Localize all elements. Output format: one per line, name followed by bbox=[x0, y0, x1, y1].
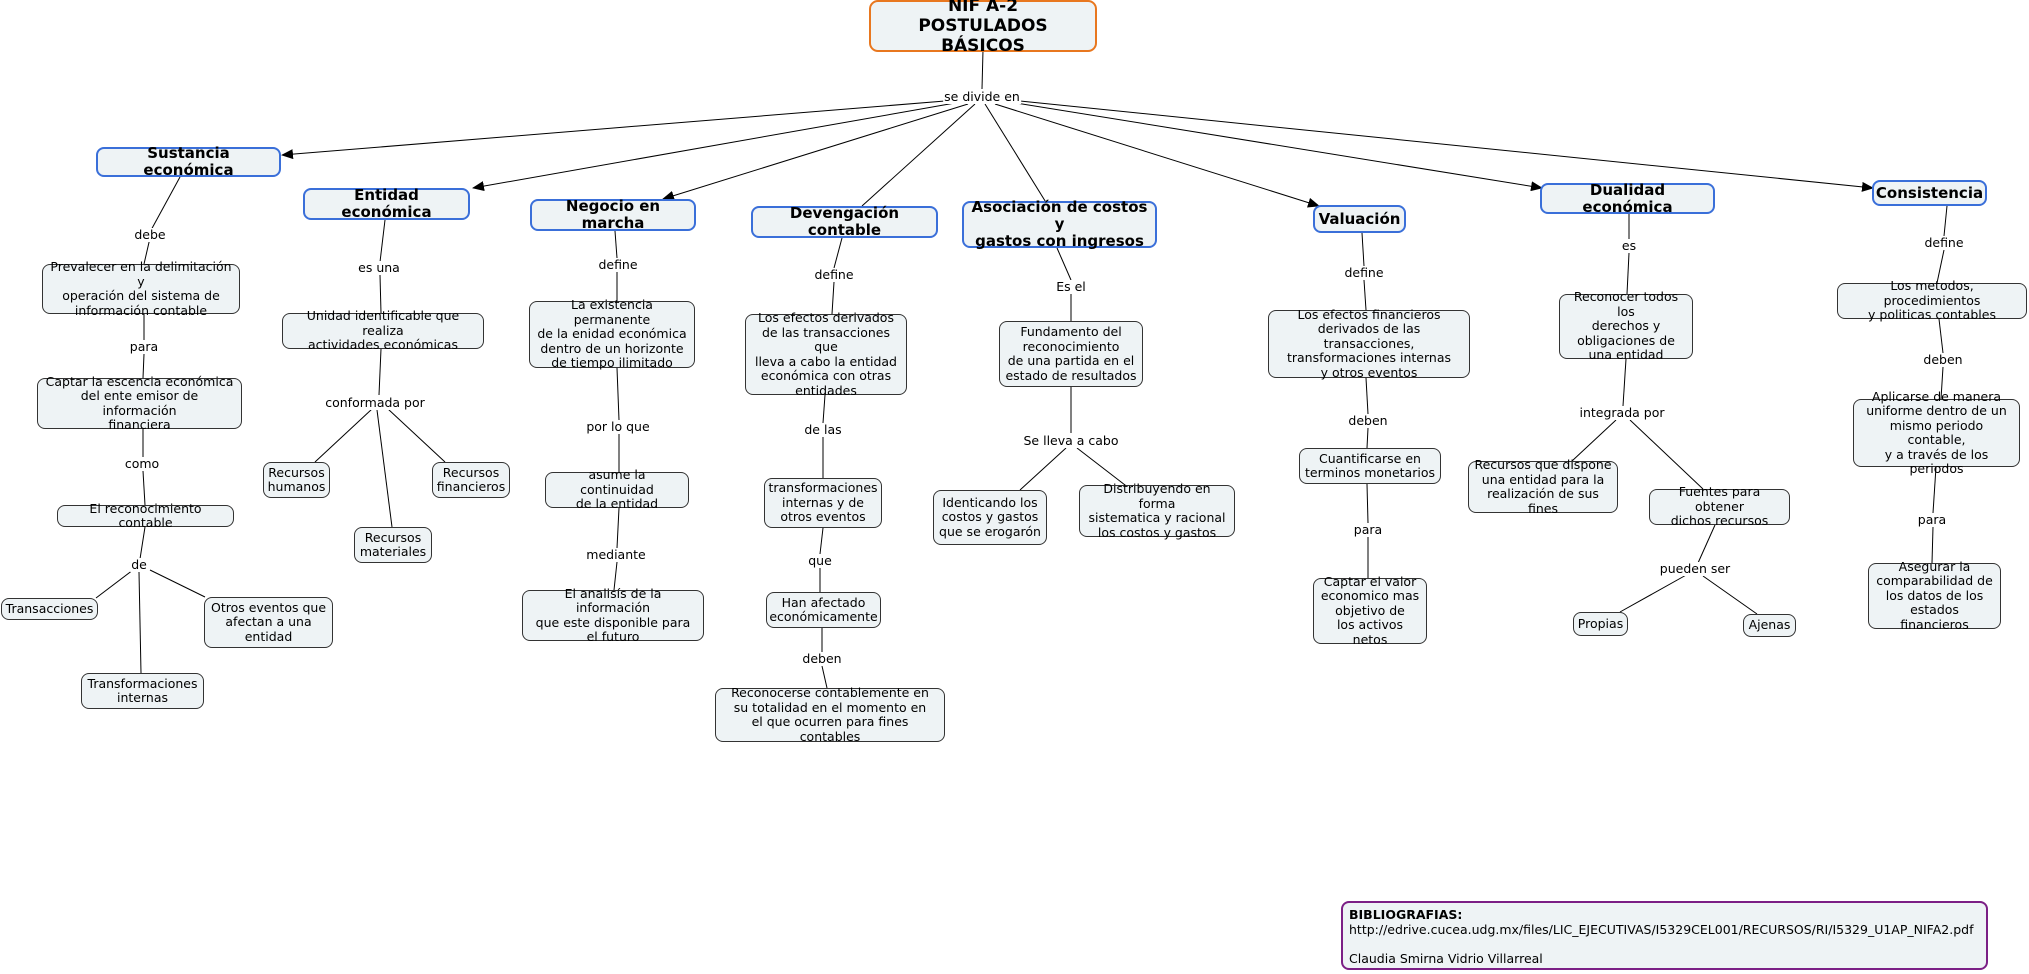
main-node-negocio-en-marcha[interactable]: Negocio en marcha bbox=[530, 198, 696, 232]
link-define-devengacion: define bbox=[813, 267, 855, 282]
node-fundamento-reconocimiento[interactable]: Fundamento del reconocimiento de una par… bbox=[999, 321, 1143, 387]
node-efectos-financieros[interactable]: Los efectos financieros derivados de las… bbox=[1268, 307, 1470, 380]
link-es-una: es una bbox=[357, 260, 401, 275]
link-para: para bbox=[128, 339, 160, 354]
node-propias[interactable]: Propias bbox=[1573, 612, 1628, 636]
main-node-sustancia-economica[interactable]: Sustancia económica bbox=[96, 145, 281, 179]
link-de: de bbox=[130, 557, 148, 572]
node-recursos-financieros[interactable]: Recursos financieros bbox=[432, 462, 510, 498]
link-que: que bbox=[807, 553, 833, 568]
link-para-consistencia: para bbox=[1916, 512, 1948, 527]
link-conformada-por: conformada por bbox=[324, 395, 426, 410]
node-recursos-que-dispone[interactable]: Recursos que dispone una entidad para la… bbox=[1468, 457, 1618, 515]
link-define-negocio: define bbox=[597, 257, 639, 272]
link-define-valuacion: define bbox=[1343, 265, 1385, 280]
node-transacciones[interactable]: Transacciones bbox=[1, 598, 98, 620]
node-asegurar-comparabilidad[interactable]: Asegurar la comparabilidad de los datos … bbox=[1868, 559, 2001, 632]
bibliography-heading: BIBLIOGRAFIAS: bbox=[1349, 907, 1463, 922]
node-efectos-derivados[interactable]: Los efectos derivados de las transaccion… bbox=[745, 310, 907, 397]
link-debe: debe bbox=[133, 227, 167, 242]
link-deben-devengacion: deben bbox=[801, 651, 843, 666]
main-node-consistencia[interactable]: Consistencia bbox=[1872, 180, 1987, 206]
link-deben-valuacion: deben bbox=[1347, 413, 1389, 428]
node-asume-continuidad[interactable]: asume la continuidad de la entidad bbox=[545, 468, 689, 511]
link-es-el: Es el bbox=[1055, 279, 1087, 294]
node-prevalecer[interactable]: Prevalecer en la delimitación y operació… bbox=[42, 259, 240, 317]
node-existencia-permanente[interactable]: La existencia permanente de la enidad ec… bbox=[529, 298, 695, 370]
root-node[interactable]: NIF A-2 POSTULADOS BÁSICOS bbox=[869, 0, 1097, 56]
link-deben-consistencia: deben bbox=[1922, 352, 1964, 367]
node-unidad-identificable[interactable]: Unidad identificable que realiza activid… bbox=[282, 309, 484, 352]
node-aplicarse-uniforme[interactable]: Aplicarse de manera uniforme dentro de u… bbox=[1853, 389, 2020, 476]
link-por-lo-que: por lo que bbox=[585, 419, 651, 434]
main-node-asociacion-costos[interactable]: Asociación de costos y gastos con ingres… bbox=[962, 199, 1157, 250]
link-pueden-ser: pueden ser bbox=[1658, 561, 1732, 576]
node-reconocimiento-contable[interactable]: El reconocimiento contable bbox=[57, 501, 234, 530]
main-node-dualidad-economica[interactable]: Dualidad económica bbox=[1540, 181, 1715, 215]
node-otros-eventos[interactable]: Otros eventos que afectan a una entidad bbox=[204, 597, 333, 648]
bibliography-author: Claudia Smirna Vidrio Villarreal bbox=[1349, 951, 1543, 966]
node-transformaciones-internas[interactable]: Transformaciones internas bbox=[81, 673, 204, 709]
link-de-las: de las bbox=[803, 422, 843, 437]
main-node-entidad-economica[interactable]: Entidad económica bbox=[303, 187, 470, 221]
link-se-lleva-a-cabo: Se lleva a cabo bbox=[1022, 433, 1120, 448]
node-reconocerse-contablemente[interactable]: Reconocerse contablemente en su totalida… bbox=[715, 685, 945, 743]
main-node-devengacion-contable[interactable]: Devengación contable bbox=[751, 205, 938, 239]
node-han-afectado[interactable]: Han afectado económicamente bbox=[766, 592, 881, 628]
node-reconocer-derechos[interactable]: Reconocer todos los derechos y obligacio… bbox=[1559, 290, 1693, 362]
node-identicando-costos[interactable]: Identicando los costos y gastos que se e… bbox=[933, 490, 1047, 545]
node-captar-escencia[interactable]: Captar la escencia económica del ente em… bbox=[37, 374, 242, 432]
bibliography-url[interactable]: http://edrive.cucea.udg.mx/files/LIC_EJE… bbox=[1349, 922, 1974, 937]
node-transformaciones-eventos[interactable]: transformaciones internas y de otros eve… bbox=[764, 478, 882, 528]
link-integrada-por: integrada por bbox=[1578, 405, 1666, 420]
link-se-divide-en: se divide en bbox=[943, 89, 1021, 104]
link-es: es bbox=[1620, 238, 1638, 253]
link-como: como bbox=[123, 456, 161, 471]
node-ajenas[interactable]: Ajenas bbox=[1743, 614, 1796, 637]
node-recursos-humanos[interactable]: Recursos humanos bbox=[263, 462, 330, 498]
link-define-consistencia: define bbox=[1923, 235, 1965, 250]
bibliography-box: BIBLIOGRAFIAS: http://edrive.cucea.udg.m… bbox=[1341, 901, 1988, 970]
node-captar-valor[interactable]: Captar el valor economico mas objetivo d… bbox=[1313, 574, 1427, 647]
node-metodos-procedimientos[interactable]: Los metodos, procedimientos y politicas … bbox=[1837, 279, 2027, 322]
node-recursos-materiales[interactable]: Recursos materiales bbox=[354, 527, 432, 563]
main-node-valuacion[interactable]: Valuación bbox=[1313, 205, 1406, 233]
node-distribuyendo-costos[interactable]: Distribuyendo en forma sistematica y rac… bbox=[1079, 481, 1235, 539]
node-analisis-informacion[interactable]: El analisís de la información que este d… bbox=[522, 586, 704, 644]
node-cuantificarse[interactable]: Cuantificarse en terminos monetarios bbox=[1299, 448, 1441, 484]
link-mediante: mediante bbox=[585, 547, 647, 562]
node-fuentes-recursos[interactable]: Fuentes para obtener dichos recursos bbox=[1649, 485, 1790, 528]
link-para-valuacion: para bbox=[1352, 522, 1384, 537]
